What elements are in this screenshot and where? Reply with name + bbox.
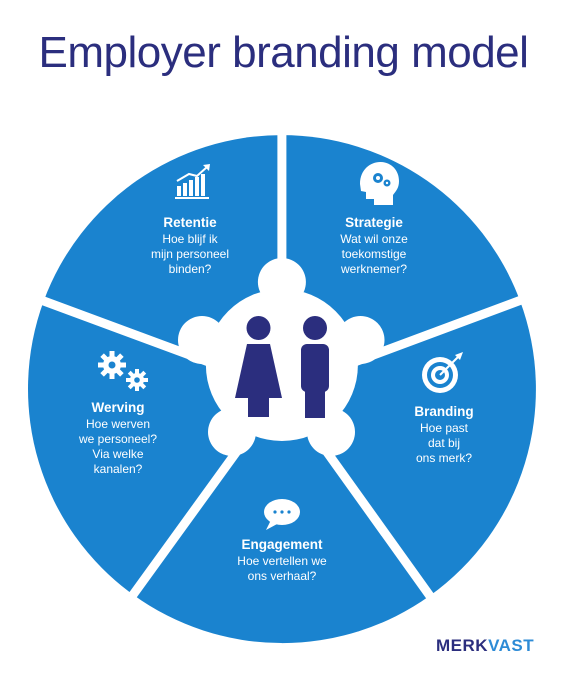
segment-werving: Werving Hoe werven we personeel? Via wel… — [78, 400, 157, 476]
segment-line: werknemer? — [340, 262, 407, 276]
segment-title: Branding — [414, 404, 473, 419]
logo-part-1: MERK — [436, 636, 489, 655]
segment-retentie: Retentie Hoe blijf ik mijn personeel bin… — [151, 215, 229, 276]
segment-line: binden? — [169, 262, 212, 276]
segment-line: Hoe blijf ik — [162, 232, 218, 246]
merkvast-logo: MERKVAST — [436, 636, 534, 656]
segment-line: kanalen? — [94, 462, 143, 476]
segment-line: ons verhaal? — [248, 569, 317, 583]
segment-line: dat bij — [428, 436, 460, 450]
gears-icon — [98, 351, 148, 391]
segment-line: Hoe werven — [86, 417, 150, 431]
segment-title: Engagement — [241, 537, 323, 552]
growth-chart-icon — [175, 164, 210, 199]
head-gears-icon — [360, 162, 399, 205]
logo-part-2: VAST — [488, 636, 535, 655]
page-title: Employer branding model — [38, 28, 529, 77]
segment-title: Werving — [91, 400, 144, 415]
segment-branding: Branding Hoe past dat bij ons merk? — [414, 404, 473, 465]
segment-title: Retentie — [163, 215, 217, 230]
people-icon — [235, 316, 329, 418]
segment-line: we personeel? — [78, 432, 157, 446]
segment-line: Wat wil onze — [340, 232, 408, 246]
segment-line: toekomstige — [342, 247, 407, 261]
segment-line: mijn personeel — [151, 247, 229, 261]
segment-line: Hoe past — [420, 421, 469, 435]
speech-bubble-icon — [264, 499, 300, 530]
target-icon — [422, 352, 463, 393]
segment-line: Hoe vertellen we — [237, 554, 327, 568]
segment-title: Strategie — [345, 215, 403, 230]
segment-strategie: Strategie Wat wil onze toekomstige werkn… — [340, 215, 408, 276]
segment-engagement: Engagement Hoe vertellen we ons verhaal? — [237, 537, 327, 583]
segment-line: Via welke — [92, 447, 143, 461]
segment-line: ons merk? — [416, 451, 472, 465]
